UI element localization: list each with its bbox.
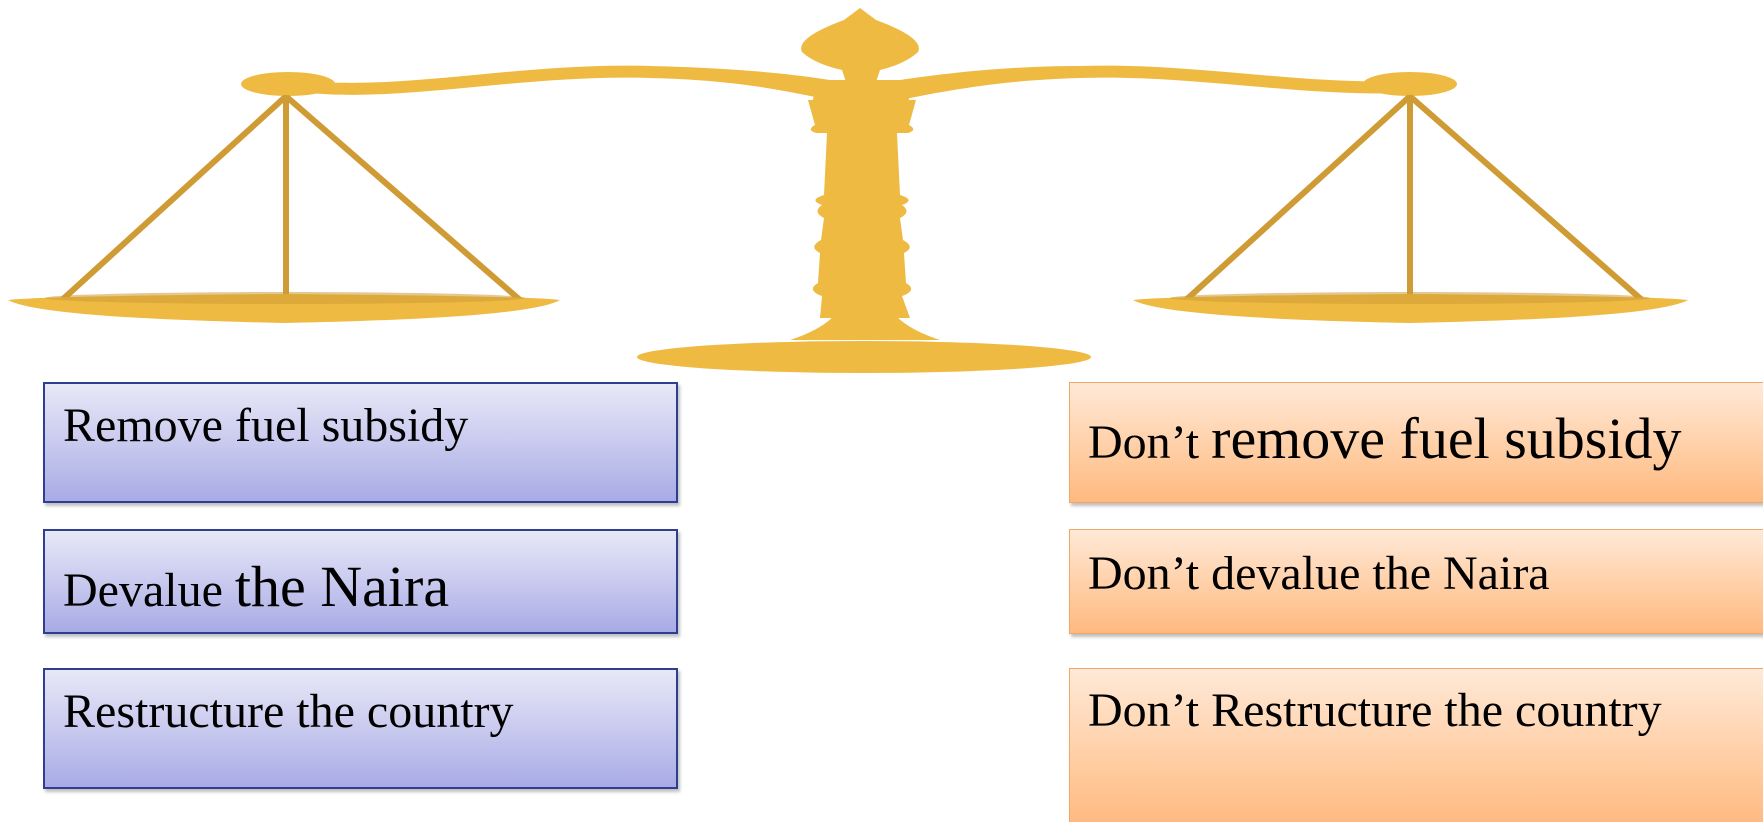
- right-option-text-emphasis: remove fuel subsidy: [1211, 406, 1682, 471]
- right-option-text: Don’t devalue the Naira: [1088, 547, 1550, 600]
- left-option-remove-fuel-subsidy: Remove fuel subsidy: [43, 382, 678, 503]
- left-option-text-emphasis: the Naira: [234, 554, 450, 619]
- right-option-dont-restructure: Don’t Restructure the country: [1069, 668, 1763, 822]
- left-pan-rim: [45, 292, 525, 304]
- right-option-dont-devalue-naira: Don’t devalue the Naira: [1069, 529, 1763, 634]
- left-option-text: Remove fuel subsidy: [63, 399, 469, 452]
- right-pan-rim: [1170, 292, 1650, 304]
- right-option-text-part: Don’t: [1088, 416, 1212, 469]
- right-option-text: Don’t Restructure the country: [1088, 684, 1662, 737]
- scale-finial: [801, 8, 919, 82]
- left-option-text: Restructure the country: [63, 685, 514, 738]
- left-option-text-part: Devalue: [63, 564, 235, 617]
- scale-hub: [813, 80, 909, 120]
- scale-base: [637, 341, 1091, 373]
- left-option-devalue-naira: Devalue the Naira: [43, 529, 678, 634]
- left-pan-hook: [241, 72, 335, 96]
- right-option-dont-remove-fuel-subsidy: Don’t remove fuel subsidy: [1069, 382, 1763, 503]
- right-pan-hook: [1363, 72, 1457, 96]
- right-pan-strings: [1183, 95, 1645, 303]
- left-pan-strings: [59, 95, 523, 303]
- left-option-restructure: Restructure the country: [43, 668, 678, 789]
- scale-column: [808, 100, 916, 318]
